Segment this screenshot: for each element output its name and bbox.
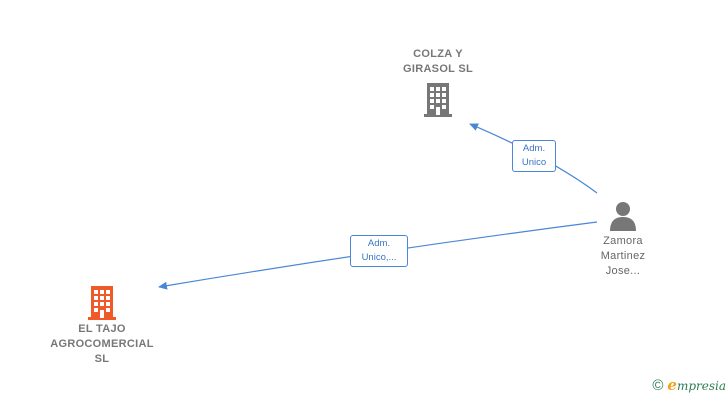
edge-label-adm-unico[interactable]: Adm. Unico: [512, 140, 556, 172]
brand-name: empresia: [667, 376, 726, 394]
edge-label-adm-unico-multi[interactable]: Adm. Unico,...: [350, 235, 408, 267]
person-name[interactable]: Zamora Martinez Jose...: [600, 235, 646, 277]
building-icon[interactable]: [85, 284, 119, 320]
person-node-zamora[interactable]: Zamora Martinez Jose...: [582, 200, 664, 279]
company-name-tajo[interactable]: EL TAJO AGROCOMERCIAL SL: [50, 323, 154, 365]
person-icon[interactable]: [607, 200, 639, 232]
company-node-tajo[interactable]: EL TAJO AGROCOMERCIAL SL: [30, 284, 174, 367]
empresia-logo[interactable]: © empresia: [652, 376, 726, 394]
building-icon[interactable]: [421, 81, 455, 117]
company-name-colza[interactable]: COLZA Y GIRASOL SL: [402, 48, 474, 75]
copyright-symbol: ©: [652, 376, 664, 394]
company-node-colza[interactable]: COLZA Y GIRASOL SL: [378, 47, 498, 117]
